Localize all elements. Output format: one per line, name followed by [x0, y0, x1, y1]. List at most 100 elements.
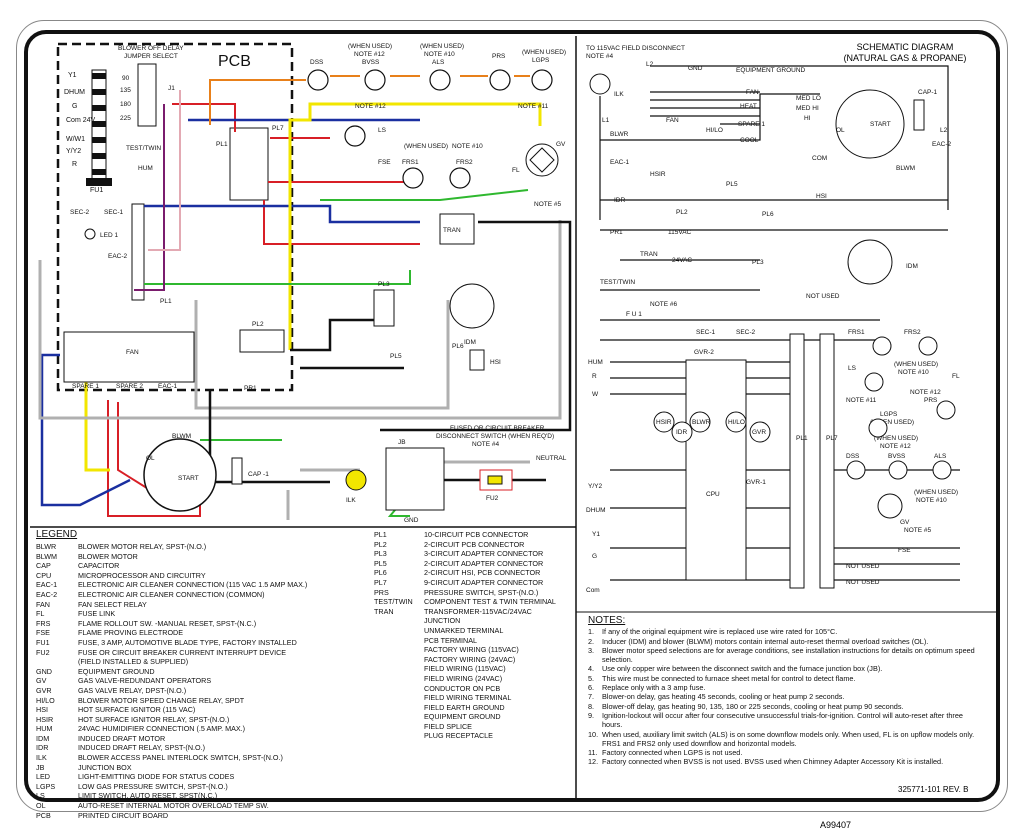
hum-label: HUM — [138, 165, 153, 172]
gnd-schem: GND — [688, 65, 703, 72]
diagram-frame — [24, 30, 1000, 802]
legend-abbr: ILK — [36, 753, 47, 763]
legend-abbr — [374, 684, 424, 694]
green-wires — [144, 189, 529, 517]
legend-abbr: GND — [36, 666, 52, 676]
legend-desc: CONDUCTOR ON PCB — [424, 683, 501, 693]
dss-label: DSS — [310, 59, 324, 66]
legend-desc: PRESSURE SWITCH, SPST-(N.O.) — [424, 587, 539, 597]
legend-entry: CONDUCTOR ON PCB — [374, 684, 574, 694]
legend-desc: 10-CIRCUIT PCB CONNECTOR — [424, 530, 529, 539]
eac2-schem: EAC-2 — [932, 141, 952, 148]
blwr-coil: BLWR — [692, 419, 711, 426]
sec1-label: SEC-1 — [104, 209, 124, 216]
legend-abbr: CPU — [36, 570, 52, 580]
legend-abbr: PL7 — [374, 577, 387, 587]
transformer-icon — [439, 213, 475, 245]
note-text: If any of the original equipment wire is… — [602, 627, 838, 637]
legend-desc: MICROPROCESSOR AND CIRCUITRY — [78, 570, 206, 580]
legend-abbr: TEST/TWIN — [374, 597, 413, 607]
legend-desc: FIELD WIRING (24VAC) — [424, 673, 503, 683]
legend-desc: TRANSFORMER-115VAC/24VAC — [424, 606, 532, 616]
frs2-label: FRS2 — [456, 159, 473, 166]
schematic-title-line1: SCHEMATIC DIAGRAM — [856, 42, 954, 52]
neutral-label: NEUTRAL — [536, 455, 567, 462]
prs-switch — [489, 69, 511, 91]
legend-abbr: BLWM — [36, 551, 58, 561]
legend-desc: LOW GAS PRESSURE SWITCH, SPST-(N.O.) — [78, 781, 228, 791]
note-item: 2.Inducer (IDM) and blower (BLWM) motors… — [588, 637, 983, 646]
legend-entry: CPU MICROPROCESSOR AND CIRCUITRY — [36, 571, 366, 581]
als-schem: ALS — [934, 453, 947, 460]
eac2-label: EAC-2 — [108, 253, 128, 260]
jb-label: JB — [398, 439, 406, 446]
cpu-relay-coils — [653, 411, 771, 443]
legend-title: LEGEND — [36, 529, 78, 540]
legend-desc: CAPACITOR — [78, 561, 120, 571]
note-item: 4.Use only copper wire between the disco… — [588, 664, 983, 673]
sec1-schem: SEC-1 — [696, 329, 716, 336]
legend-abbr: LS — [36, 791, 45, 801]
legend-desc: HOT SURFACE IGNITOR RELAY, SPST-(N.O.) — [78, 714, 230, 724]
hi-label: HI — [804, 115, 811, 122]
note-number: 5. — [588, 673, 595, 683]
ol-label: OL — [146, 455, 155, 462]
legend-entry: FACTORY WIRING (115VAC) — [374, 645, 574, 655]
terminal-dhum: DHUM — [64, 89, 85, 96]
jumper-225: 225 — [120, 115, 131, 122]
frs2-switch — [449, 167, 471, 189]
safety-switches — [307, 69, 553, 189]
legend-desc: FUSE LINK — [78, 609, 116, 619]
legend-entry: JUNCTION — [374, 616, 574, 626]
legend-desc: UNMARKED TERMINAL — [424, 625, 504, 635]
ilk-schem-label: ILK — [614, 91, 624, 98]
legend-abbr: PL5 — [374, 558, 387, 568]
notes: NOTES: 1.If any of the original equipmen… — [588, 615, 983, 767]
blwr-schem: BLWR — [610, 131, 629, 138]
terminal-g: G — [72, 103, 77, 110]
legend-desc: FLAME ROLLOUT SW. -MANUAL RESET, SPST-(N… — [78, 618, 257, 628]
legend-desc: 2-CIRCUIT PCB CONNECTOR — [424, 539, 525, 549]
legend-desc: FIELD WIRING (115VAC) — [424, 664, 506, 674]
not-used-1: NOT USED — [806, 293, 840, 300]
legend-desc: 24VAC HUMIDIFIER CONNECTION (.5 AMP. MAX… — [78, 724, 246, 734]
frs1-label: FRS1 — [402, 159, 419, 166]
hsir-schem: HSIR — [650, 171, 666, 178]
schematic-title-line2: (NATURAL GAS & PROPANE) — [843, 53, 967, 63]
not-used-3: NOT USED — [846, 579, 880, 586]
notes-list: 1. If any of the original equipment wire … — [588, 627, 983, 766]
gnd-label: GND — [404, 517, 419, 524]
purple-wires — [134, 104, 165, 291]
legend-abbr — [374, 712, 424, 722]
legend-desc: GAS VALVE-REDUNDANT OPERATORS — [78, 676, 212, 686]
j1-label: J1 — [168, 85, 175, 92]
gv-schem: GV — [900, 519, 910, 526]
cap1-schem: CAP-1 — [918, 89, 938, 96]
legend-entry: FIELD WIRING TERMINAL — [374, 693, 574, 703]
tran-label: TRAN — [443, 227, 461, 234]
hum-schem: HUM — [588, 359, 603, 366]
legend-desc: GAS VALVE RELAY, DPST-(N.O.) — [78, 685, 187, 695]
jumper-135: 135 — [120, 87, 131, 94]
note-item: 9.Ignition-lockout will occur after four… — [588, 711, 983, 730]
ilk-switch-schematic — [589, 73, 611, 95]
tran-schem: TRAN — [640, 251, 658, 258]
note-number: 1. — [588, 627, 595, 637]
cool-schem: COOL — [740, 137, 759, 144]
note-text: Ignition-lockout will occur after four c… — [602, 710, 963, 730]
bvss-note12-schem: NOTE #12 — [880, 443, 911, 450]
note12-label: NOTE #12 — [355, 103, 386, 110]
legend-desc: FIELD EARTH GROUND — [424, 702, 505, 712]
note-number: 7. — [588, 692, 595, 702]
legend-abbr: GV — [36, 676, 47, 686]
legend-abbr: EAC-2 — [36, 589, 58, 599]
als-note10-schem: NOTE #10 — [916, 497, 947, 504]
